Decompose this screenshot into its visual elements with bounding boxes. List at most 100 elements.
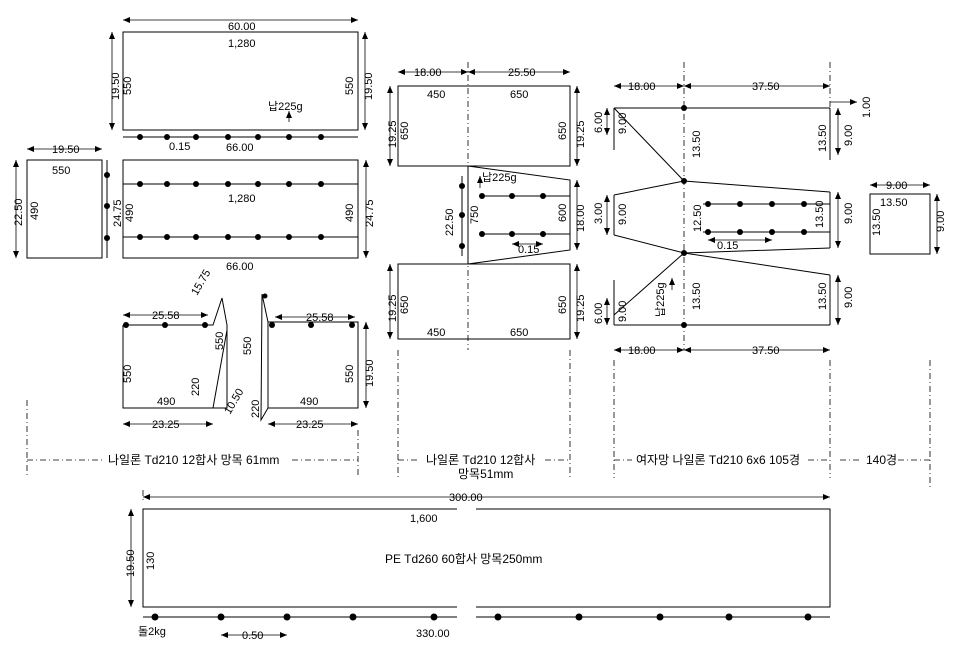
net3-bot-left: 18.00 (628, 345, 656, 357)
net3-group: 18.00 37.50 1.00 6.00 9.00 13.50 13.50 9… (593, 62, 873, 478)
net3-left-mid-b: 9.00 (617, 204, 629, 225)
net2-upper-mesh-left: 650 (399, 122, 411, 140)
net3-right-top-b: 9.00 (843, 125, 855, 146)
net1-rtrap-bottom: 23.25 (296, 419, 324, 431)
net2-caption: 나일론 Td210 12합사 (426, 453, 535, 467)
net1-side-mesh-height: 490 (29, 202, 41, 220)
net3-left-top-a: 6.00 (593, 112, 605, 133)
net3-caption: 여자망 나일론 Td210 6x6 105경 (636, 453, 800, 467)
net1-ltrap-slant2: 10.50 (222, 387, 246, 417)
net1-top-width: 60.00 (228, 21, 256, 33)
net2-lower-panel (397, 263, 571, 340)
net3-right-edge: 1.00 (861, 97, 873, 118)
net1-left-trap (122, 297, 228, 409)
net1-top-bottom: 66.00 (226, 142, 254, 154)
net5-mesh-h: 130 (145, 552, 157, 570)
net3-right-top-a: 13.50 (817, 124, 829, 152)
net3-top-left: 18.00 (628, 81, 656, 93)
net2-mid-mesh-r: 600 (557, 204, 569, 222)
net4-caption: 140경 (866, 453, 897, 467)
net2-lower-mesh-left: 650 (399, 296, 411, 314)
net1-ltrap-top: 25.58 (152, 310, 180, 322)
net2-upper-m1: 450 (427, 89, 445, 101)
net2-mid-height: 22.50 (444, 208, 456, 236)
net3-mid-a: 12.50 (692, 204, 704, 232)
net3-mid-c: 9.00 (843, 203, 855, 224)
net1-ltrap-mesh-inner: 220 (190, 378, 202, 396)
net1-side-height: 22.50 (13, 198, 25, 226)
net2-lower-m1: 450 (427, 327, 445, 339)
net1-mid-mesh-left: 490 (124, 204, 136, 222)
net1-top-mesh-left: 550 (122, 77, 134, 95)
net4-panel (869, 193, 931, 255)
net1-ltrap-mesh-side: 550 (214, 332, 226, 350)
net2-mid-mesh-h: 750 (469, 206, 481, 224)
net5-group: 300.00 1,600 19.50 130 PE Td260 60합사 망목2… (125, 490, 831, 642)
net2-lower-h-left: 19.25 (387, 294, 399, 322)
net1-mid-bottom: 66.00 (226, 261, 254, 273)
net1-rtrap-mesh-inner: 220 (250, 400, 262, 418)
net5-bottom: 330.00 (416, 628, 450, 640)
net1-mid-meshes: 1,280 (228, 193, 256, 205)
net1-rtrap-top: 25.58 (306, 312, 334, 324)
net2-upper-m2: 650 (510, 89, 528, 101)
net5-stone: 돌2kg (138, 625, 166, 638)
net5-panel-left (142, 508, 457, 608)
net1-ltrap-bottom: 23.25 (152, 419, 180, 431)
net3-weight: 납225g (654, 282, 667, 317)
net3-right-bot-a: 13.50 (817, 282, 829, 310)
net1-mid-weights (137, 181, 324, 240)
net2-mid-h-right: 18.00 (575, 204, 587, 232)
net1-top-meshes: 1,280 (228, 38, 256, 50)
net2-upper-mesh-right: 650 (557, 122, 569, 140)
net1-top-weight: 납225g (268, 100, 303, 113)
net1-mid-height-right: 24.75 (364, 199, 376, 227)
net5-height: 19.50 (125, 549, 137, 577)
net3-left-bot-b: 9.00 (617, 301, 629, 322)
net1-rtrap-mesh-side: 550 (242, 337, 254, 355)
net1-side-width: 19.50 (52, 144, 80, 156)
net5-panel-right (476, 508, 831, 608)
net4-group: 9.00 13.50 13.50 9.00 140경 (840, 180, 947, 488)
net3-mid-b: 13.50 (814, 200, 826, 228)
net2-top-right: 25.50 (508, 67, 536, 79)
net3-bot-right: 37.50 (752, 345, 780, 357)
net5-stones (151, 613, 812, 621)
net4-meshes: 13.50 (880, 197, 908, 209)
net2-upper-h-left: 19.25 (387, 120, 399, 148)
net3-left-bot-a: 6.00 (593, 303, 605, 324)
net2-upper-panel (397, 85, 571, 167)
net1-ltrap-slant: 15.75 (189, 268, 213, 298)
net5-material: PE Td260 60합사 망목250mm (385, 552, 542, 566)
net3-left-mid-a: 3.00 (593, 203, 605, 224)
net2-mid-spacing: 0.15 (518, 244, 539, 256)
net1-top-weights (137, 134, 324, 140)
net1-ltrap-mesh-left: 550 (122, 365, 134, 383)
net2-top-left: 18.00 (414, 67, 442, 79)
net5-meshes: 1,600 (410, 513, 438, 525)
net1-top-mesh-right: 550 (344, 77, 356, 95)
net5-spacing: 0.50 (242, 630, 263, 642)
net1-rtrap-mesh-right: 550 (344, 365, 356, 383)
net1-top-height-right: 19.50 (363, 72, 375, 100)
net3-center-bot: 13.50 (691, 282, 703, 310)
net1-mid-mesh-right: 490 (344, 204, 356, 222)
net2-upper-h-right: 19.25 (575, 120, 587, 148)
net3-spacing: 0.15 (717, 240, 738, 252)
net2-mid-weight: 납225g (482, 171, 517, 184)
net3-center-top: 13.50 (691, 130, 703, 158)
net1-group: 60.00 1,280 19.50 550 550 19.50 납225g 0.… (13, 17, 376, 478)
net2-caption2: 망목51mm (458, 467, 513, 481)
net4-width: 9.00 (886, 180, 907, 192)
net5-width: 300.00 (449, 492, 483, 504)
net1-top-height-left: 19.50 (110, 72, 122, 100)
net3-top-right: 37.50 (752, 81, 780, 93)
net2-group: 18.00 25.50 450 650 650 650 19.25 19.25 … (387, 62, 587, 481)
net2-lower-mesh-right: 650 (557, 296, 569, 314)
net2-middle-panel (467, 165, 571, 265)
net3-right-bot-b: 9.00 (843, 287, 855, 308)
net1-rtrap-height: 19.50 (364, 359, 376, 387)
net2-lower-h-right: 19.25 (575, 294, 587, 322)
net1-side-panel (26, 159, 103, 259)
